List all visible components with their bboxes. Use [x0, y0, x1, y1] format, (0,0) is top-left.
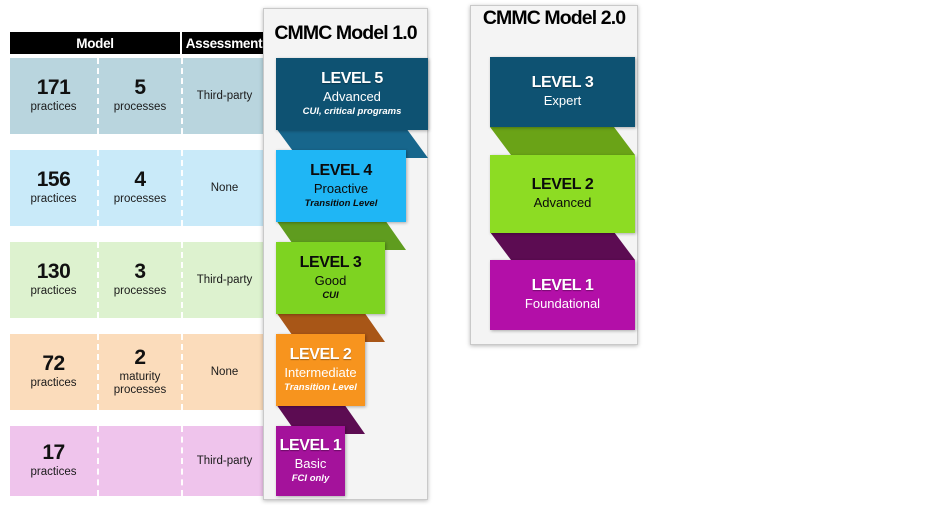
- level-block-4[interactable]: LEVEL 4 Proactive Transition Level: [276, 150, 406, 222]
- table-row: 171 practices 5 processes Third-party: [10, 58, 266, 134]
- level-note: Transition Level: [284, 381, 357, 393]
- practices-label: practices: [30, 193, 77, 206]
- practices-cell: 130 practices: [10, 242, 97, 318]
- practices-cell: 171 practices: [10, 58, 97, 134]
- practices-label: practices: [30, 377, 77, 390]
- level-block-1[interactable]: LEVEL 1 Basic FCI only: [276, 426, 345, 496]
- table-row: 156 practices 4 processes None: [10, 150, 266, 226]
- processes-cell: 4 processes: [97, 150, 183, 226]
- processes-count: 2: [134, 345, 146, 369]
- level-name: LEVEL 3: [299, 254, 362, 272]
- processes-label: processes: [113, 285, 167, 298]
- level-block-2[interactable]: LEVEL 2 Advanced: [490, 155, 635, 233]
- level-name: LEVEL 5: [321, 70, 383, 88]
- practices-label: practices: [30, 285, 77, 298]
- model-2-title: CMMC Model 2.0: [482, 7, 626, 29]
- model-2-table: Model Assessment 110+ practices based on…: [600, 0, 946, 360]
- level-desc: Advanced: [323, 89, 381, 105]
- model-1-header-assessment: Assessment: [182, 32, 266, 54]
- level-block-2[interactable]: LEVEL 2 Intermediate Transition Level: [276, 334, 365, 406]
- practices-count: 130: [36, 260, 71, 284]
- level-block-1[interactable]: LEVEL 1 Foundational: [490, 260, 635, 330]
- table-row: 130 practices 3 processes Third-party: [10, 242, 266, 318]
- level-desc: Advanced: [533, 195, 592, 211]
- level-name: LEVEL 1: [531, 277, 594, 295]
- level-name: LEVEL 1: [279, 437, 342, 455]
- header-label: Assessment: [185, 35, 263, 51]
- practices-label: practices: [30, 466, 77, 479]
- processes-count: 4: [134, 168, 146, 192]
- assessment-cell: Third-party: [183, 426, 266, 496]
- connector-ribbon: [490, 232, 635, 260]
- assessment-cell: None: [183, 150, 266, 226]
- practices-count: 171: [36, 76, 71, 100]
- level-desc: Expert: [543, 93, 582, 109]
- processes-cell: 3 processes: [97, 242, 183, 318]
- practices-cell: 72 practices: [10, 334, 97, 410]
- assessment-value: None: [210, 365, 239, 378]
- assessment-cell: None: [183, 334, 266, 410]
- practices-count: 72: [42, 352, 65, 376]
- practices-cell: 17 practices: [10, 426, 97, 496]
- assessment-value: Third-party: [196, 273, 253, 286]
- level-desc: Intermediate: [284, 365, 357, 381]
- header-label: Model: [76, 35, 114, 51]
- level-block-3[interactable]: LEVEL 3 Expert: [490, 57, 635, 127]
- level-desc: Good: [314, 273, 347, 289]
- level-name: LEVEL 2: [531, 176, 594, 194]
- ribbon-shape: [490, 127, 635, 155]
- assessment-cell: Third-party: [183, 242, 266, 318]
- practices-label: practices: [30, 101, 77, 114]
- practices-count: 17: [42, 441, 65, 465]
- assessment-cell: Third-party: [183, 58, 266, 134]
- assessment-value: None: [210, 181, 239, 194]
- processes-count: 5: [134, 76, 146, 100]
- model-1-title: CMMC Model 1.0: [274, 22, 417, 44]
- model-1-table: Model Assessment 171 practices 5 process…: [0, 0, 270, 505]
- practices-cell: 156 practices: [10, 150, 97, 226]
- level-note: Transition Level: [304, 197, 378, 209]
- level-note: CUI, critical programs: [302, 105, 402, 117]
- level-desc: Basic: [294, 456, 327, 472]
- table-row: 17 practices Third-party: [10, 426, 266, 496]
- processes-count: 3: [134, 260, 146, 284]
- level-name: LEVEL 3: [531, 74, 594, 92]
- processes-cell: 5 processes: [97, 58, 183, 134]
- level-desc: Foundational: [524, 296, 601, 312]
- level-block-3[interactable]: LEVEL 3 Good CUI: [276, 242, 385, 314]
- level-desc: Proactive: [313, 181, 369, 197]
- processes-label: processes: [113, 101, 167, 114]
- ribbon-shape: [490, 232, 635, 260]
- level-note: FCI only: [291, 472, 330, 484]
- processes-cell: [97, 426, 183, 496]
- level-name: LEVEL 4: [310, 162, 372, 180]
- processes-label: processes: [113, 193, 167, 206]
- model-1-header-model: Model: [10, 32, 180, 54]
- assessment-value: Third-party: [196, 89, 253, 102]
- level-note: CUI: [322, 289, 339, 301]
- assessment-value: Third-party: [196, 454, 253, 467]
- connector-ribbon: [490, 127, 635, 155]
- practices-count: 156: [36, 168, 71, 192]
- level-block-5[interactable]: LEVEL 5 Advanced CUI, critical programs: [276, 58, 428, 130]
- level-name: LEVEL 2: [289, 346, 352, 364]
